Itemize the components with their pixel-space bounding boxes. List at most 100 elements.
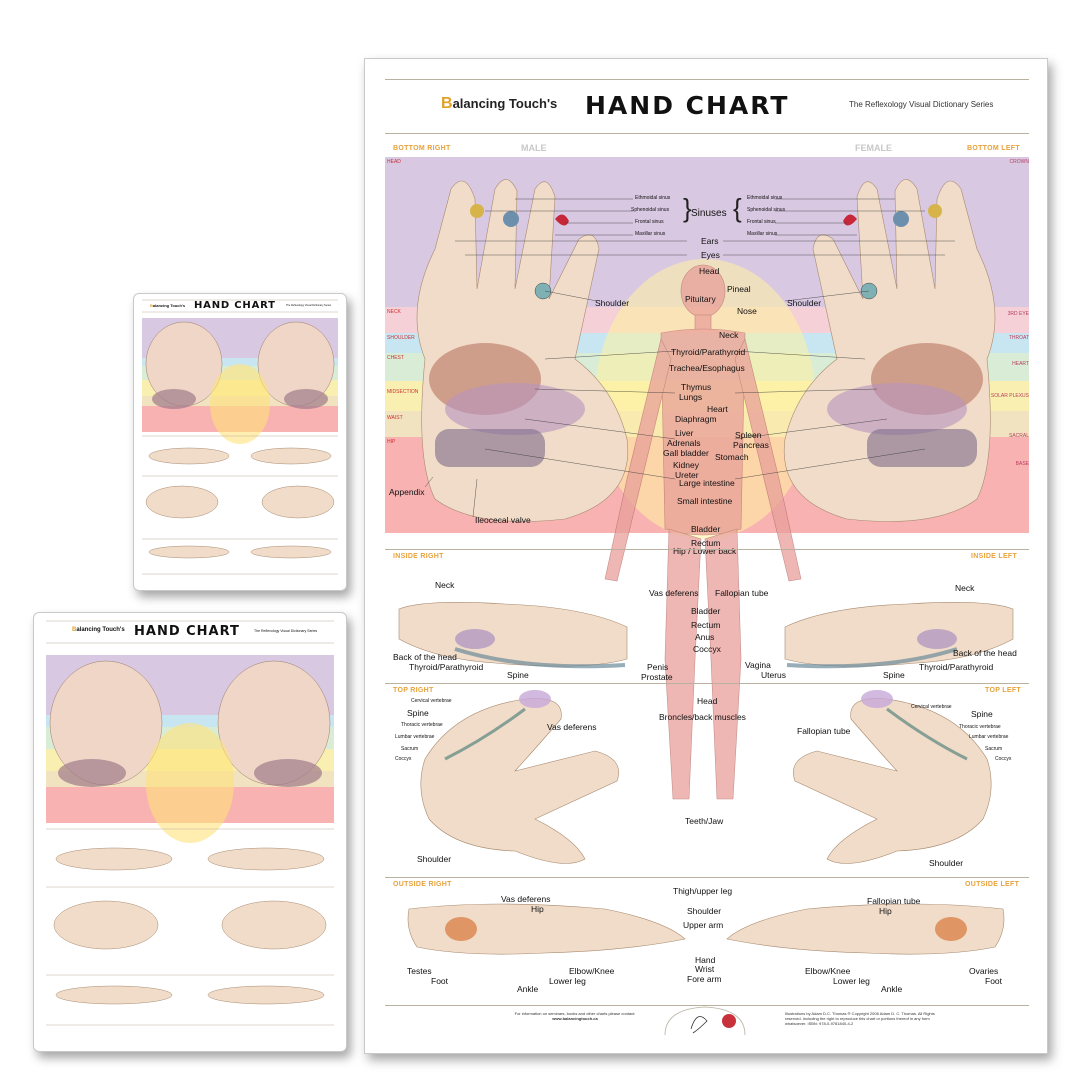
label-lower-leg-l: Lower leg — [833, 976, 870, 986]
section-outside-left: OUTSIDE LEFT — [965, 881, 1020, 888]
label-coccyx-top-l: Coccyx — [995, 756, 1012, 762]
section-bottom-right: BOTTOM RIGHT — [393, 145, 451, 152]
zone-label-throat: THROAT — [1008, 335, 1029, 341]
zone-label-shoulder: SHOULDER — [387, 335, 415, 341]
label-hip-lower-back: Hip / Lower back — [673, 546, 737, 556]
label-nose: Nose — [737, 306, 757, 316]
label-thymus: Thymus — [681, 382, 712, 392]
label-thyroid: Thyroid/Parathyroid — [671, 347, 746, 357]
label-female: FEMALE — [855, 143, 892, 153]
label-foot-l: Foot — [985, 976, 1003, 986]
label-ankle-l: Ankle — [881, 984, 903, 994]
label-ileocecal-valve: Ileocecal valve — [475, 515, 531, 525]
left-palm-illustration — [783, 179, 996, 522]
zone-label-solar-plexus: SOLAR PLEXUS — [990, 393, 1029, 399]
label-back-of-head-r: Back of the head — [393, 652, 457, 662]
label-shoulder-right: Shoulder — [595, 298, 630, 308]
zone-label-hip: HIP — [387, 439, 396, 445]
label-fore-arm: Fore arm — [687, 974, 722, 984]
label-adrenals: Adrenals — [667, 438, 701, 448]
logo-seal — [722, 1014, 736, 1028]
label-thigh: Thigh/upper leg — [673, 886, 733, 896]
label-pancreas: Pancreas — [733, 440, 769, 450]
label-head-top: Head — [697, 696, 718, 706]
section-inside-right: INSIDE RIGHT — [393, 553, 444, 560]
label-vas-deferens-out: Vas deferens — [501, 894, 551, 904]
main-poster: Balancing Touch's HAND CHART The Reflexo… — [364, 58, 1048, 1054]
rule-inside — [385, 549, 1029, 550]
label-sacrum-r: Sacrum — [401, 746, 419, 752]
label-uterus: Uterus — [761, 670, 787, 680]
label-thyroid-inside-r: Thyroid/Parathyroid — [409, 662, 484, 672]
footer-arch — [664, 1006, 746, 1036]
brace-right: { — [733, 193, 742, 223]
label-sinuses: Sinuses — [691, 208, 727, 219]
label-back-of-head-l: Back of the head — [953, 648, 1017, 658]
label-heart: Heart — [707, 404, 728, 414]
label-neck-inside-r: Neck — [435, 580, 455, 590]
label-ethmoidal-l: Ethmoidal sinus — [747, 195, 783, 201]
label-maxillar-r: Maxillar sinus — [635, 231, 666, 237]
signature-mark — [690, 1016, 708, 1034]
brace-left: } — [683, 193, 692, 223]
leader-lines-bottom — [424, 198, 955, 518]
label-ureter: Ureter — [675, 470, 699, 480]
label-sphenoidal-l: Sphenoidal sinus — [747, 207, 786, 213]
label-vas-deferens-inside: Vas deferens — [649, 588, 699, 598]
zone-label-head: HEAD — [387, 159, 401, 165]
label-neck: Neck — [719, 330, 739, 340]
medium-title: HAND CHART — [134, 624, 240, 639]
label-hip-out-r: Hip — [531, 904, 544, 914]
label-spine-top-l: Spine — [971, 709, 993, 719]
label-frontal-l: Frontal sinus — [747, 219, 776, 225]
label-rectum-inside: Rectum — [691, 620, 721, 630]
label-head: Head — [699, 266, 720, 276]
label-rectum: Rectum — [691, 538, 721, 548]
rule-outside — [385, 877, 1029, 878]
label-thoracic-r: Thoracic vertebrae — [401, 722, 443, 728]
label-wrist: Wrist — [695, 964, 715, 974]
footer-url[interactable]: www.balancingtouch.ca — [552, 1016, 598, 1021]
label-sphenoidal-r: Sphenoidal sinus — [631, 207, 670, 213]
small-poster-art — [142, 299, 338, 575]
section-inside-left: INSIDE LEFT — [971, 553, 1018, 560]
right-palm-illustration — [416, 179, 629, 522]
zone-label-neck: NECK — [387, 309, 401, 315]
label-small-intestine: Small intestine — [677, 496, 733, 506]
label-penis: Penis — [647, 662, 669, 672]
small-brand: Balancing Touch's — [150, 303, 186, 308]
label-lumbar-l: Lumbar vertebrae — [969, 734, 1009, 740]
label-pineal: Pineal — [727, 284, 751, 294]
label-appendix: Appendix — [389, 487, 425, 497]
label-elbow-r: Elbow/Knee — [569, 966, 615, 976]
footer-credits: Illustrations by Adam D.C. Thomas ® Copy… — [785, 1011, 935, 1026]
label-spine-inside-l: Spine — [883, 670, 905, 680]
section-top-left: TOP LEFT — [985, 687, 1021, 694]
label-upper-arm: Upper arm — [683, 920, 724, 930]
label-cervical-l: Cervical vertebrae — [911, 704, 952, 710]
label-gall-bladder: Gall bladder — [663, 448, 709, 458]
small-poster-preview: Balancing Touch's HAND CHART The Reflexo… — [133, 293, 347, 591]
label-fallopian-top: Fallopian tube — [797, 726, 851, 736]
label-teeth-jaw: Teeth/Jaw — [685, 816, 724, 826]
top-right-hand-illustration — [420, 690, 619, 864]
top-left-hand-illustration — [793, 690, 992, 864]
footer-contact-text: For information on seminars, books and o… — [514, 1011, 636, 1016]
small-title: HAND CHART — [194, 300, 276, 311]
zone-label-heart: HEART — [1012, 361, 1029, 367]
label-ears: Ears — [701, 236, 719, 246]
label-lower-leg-r: Lower leg — [549, 976, 586, 986]
zone-label-sacral: SACRAL — [1008, 433, 1029, 439]
label-neck-inside-l: Neck — [955, 583, 975, 593]
top-rule — [385, 79, 1029, 80]
label-ankle-r: Ankle — [517, 984, 539, 994]
label-elbow-l: Elbow/Knee — [805, 966, 851, 976]
zone-label-chest: CHEST — [387, 355, 404, 361]
label-cervical-r: Cervical vertebrae — [411, 698, 452, 704]
zone-label-waist: WAIST — [387, 415, 403, 421]
outside-left-hand-illustration — [726, 903, 1005, 955]
label-lungs: Lungs — [679, 392, 703, 402]
label-shoulder-left: Shoulder — [787, 298, 822, 308]
label-hip-out-l: Hip — [879, 906, 892, 916]
section-bottom-left: BOTTOM LEFT — [967, 145, 1020, 152]
